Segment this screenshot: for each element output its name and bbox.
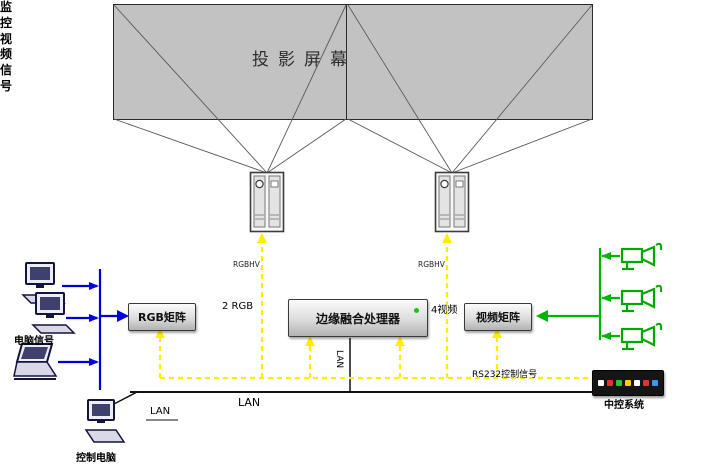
arrowhead — [601, 294, 611, 302]
edge-blending-processor-box: 边缘融合处理器 — [288, 299, 428, 337]
rs232-control-lines — [155, 233, 592, 380]
control-computer-label: 控制电脑 — [76, 453, 116, 464]
lan-lines — [113, 338, 592, 421]
projection-screen-left-panel — [113, 4, 347, 120]
surveillance-camera-icon — [616, 282, 664, 318]
lan-control-label: LAN — [150, 406, 171, 417]
port-icon — [625, 380, 631, 386]
rgb-matrix-label: RGB矩阵 — [138, 311, 186, 324]
arrowhead — [601, 252, 611, 260]
arrowhead — [89, 314, 99, 322]
central-control-label: 中控系统 — [604, 400, 644, 411]
processor-led-indicator — [414, 308, 419, 313]
projection-screen-label: 投影屏幕 — [252, 50, 356, 70]
lan-bus-label: LAN — [238, 396, 261, 409]
port-icon — [607, 380, 613, 386]
rgb-matrix-box: RGB矩阵 — [128, 303, 196, 331]
rs232-signal-label: RS232控制信号 — [472, 370, 538, 380]
beam-line — [451, 118, 593, 174]
beam-line — [347, 118, 453, 174]
surveillance-camera-icon — [616, 320, 664, 356]
beam-line — [113, 118, 268, 174]
port-icon — [652, 380, 658, 386]
beam-line — [266, 118, 347, 174]
lan-riser-label: LAN — [334, 350, 344, 369]
desktop-computer-icon — [30, 292, 78, 338]
arrowhead — [155, 328, 165, 338]
video-matrix-box: 视频矩阵 — [464, 303, 532, 331]
computer-signal-lines — [58, 269, 129, 390]
projector-right-icon — [434, 171, 470, 237]
arrowhead — [305, 336, 315, 346]
beam-line — [451, 4, 593, 174]
port-icon — [634, 380, 640, 386]
arrowhead — [89, 358, 99, 366]
projection-screen-right-panel — [346, 4, 593, 120]
computer-signal-label: 电脑信号 — [14, 336, 54, 347]
arrowhead — [395, 336, 405, 346]
port-icon — [598, 380, 604, 386]
port-icon — [616, 380, 622, 386]
arrowhead — [536, 310, 548, 322]
lan-control-computer-link — [113, 391, 138, 405]
beam-line — [347, 4, 453, 174]
video-matrix-label: 视频矩阵 — [476, 311, 520, 324]
video-link-label: 4视频 — [431, 305, 458, 316]
arrowhead — [442, 233, 452, 243]
rgbhv-signal-label: RGBHV — [233, 260, 260, 269]
central-control-device — [592, 370, 664, 396]
beam-line — [113, 4, 268, 174]
arrowhead — [89, 282, 99, 290]
port-icon — [643, 380, 649, 386]
arrowhead — [492, 328, 502, 338]
arrowhead — [601, 332, 611, 340]
laptop-icon — [12, 342, 60, 386]
arrowhead — [117, 310, 129, 322]
rgb-link-label: 2 RGB — [222, 301, 254, 312]
arrowhead — [257, 233, 267, 243]
video-signal-lines — [536, 248, 620, 340]
projection-beams — [113, 4, 593, 174]
surveillance-signal-label: 监控视频信号 — [0, 0, 13, 94]
control-computer-icon — [84, 398, 128, 450]
edge-blending-processor-label: 边缘融合处理器 — [315, 311, 400, 326]
rgbhv-signal-label: RGBHV — [418, 260, 445, 269]
beam-line — [266, 4, 347, 174]
projector-left-icon — [249, 171, 285, 237]
surveillance-camera-icon — [616, 240, 664, 276]
